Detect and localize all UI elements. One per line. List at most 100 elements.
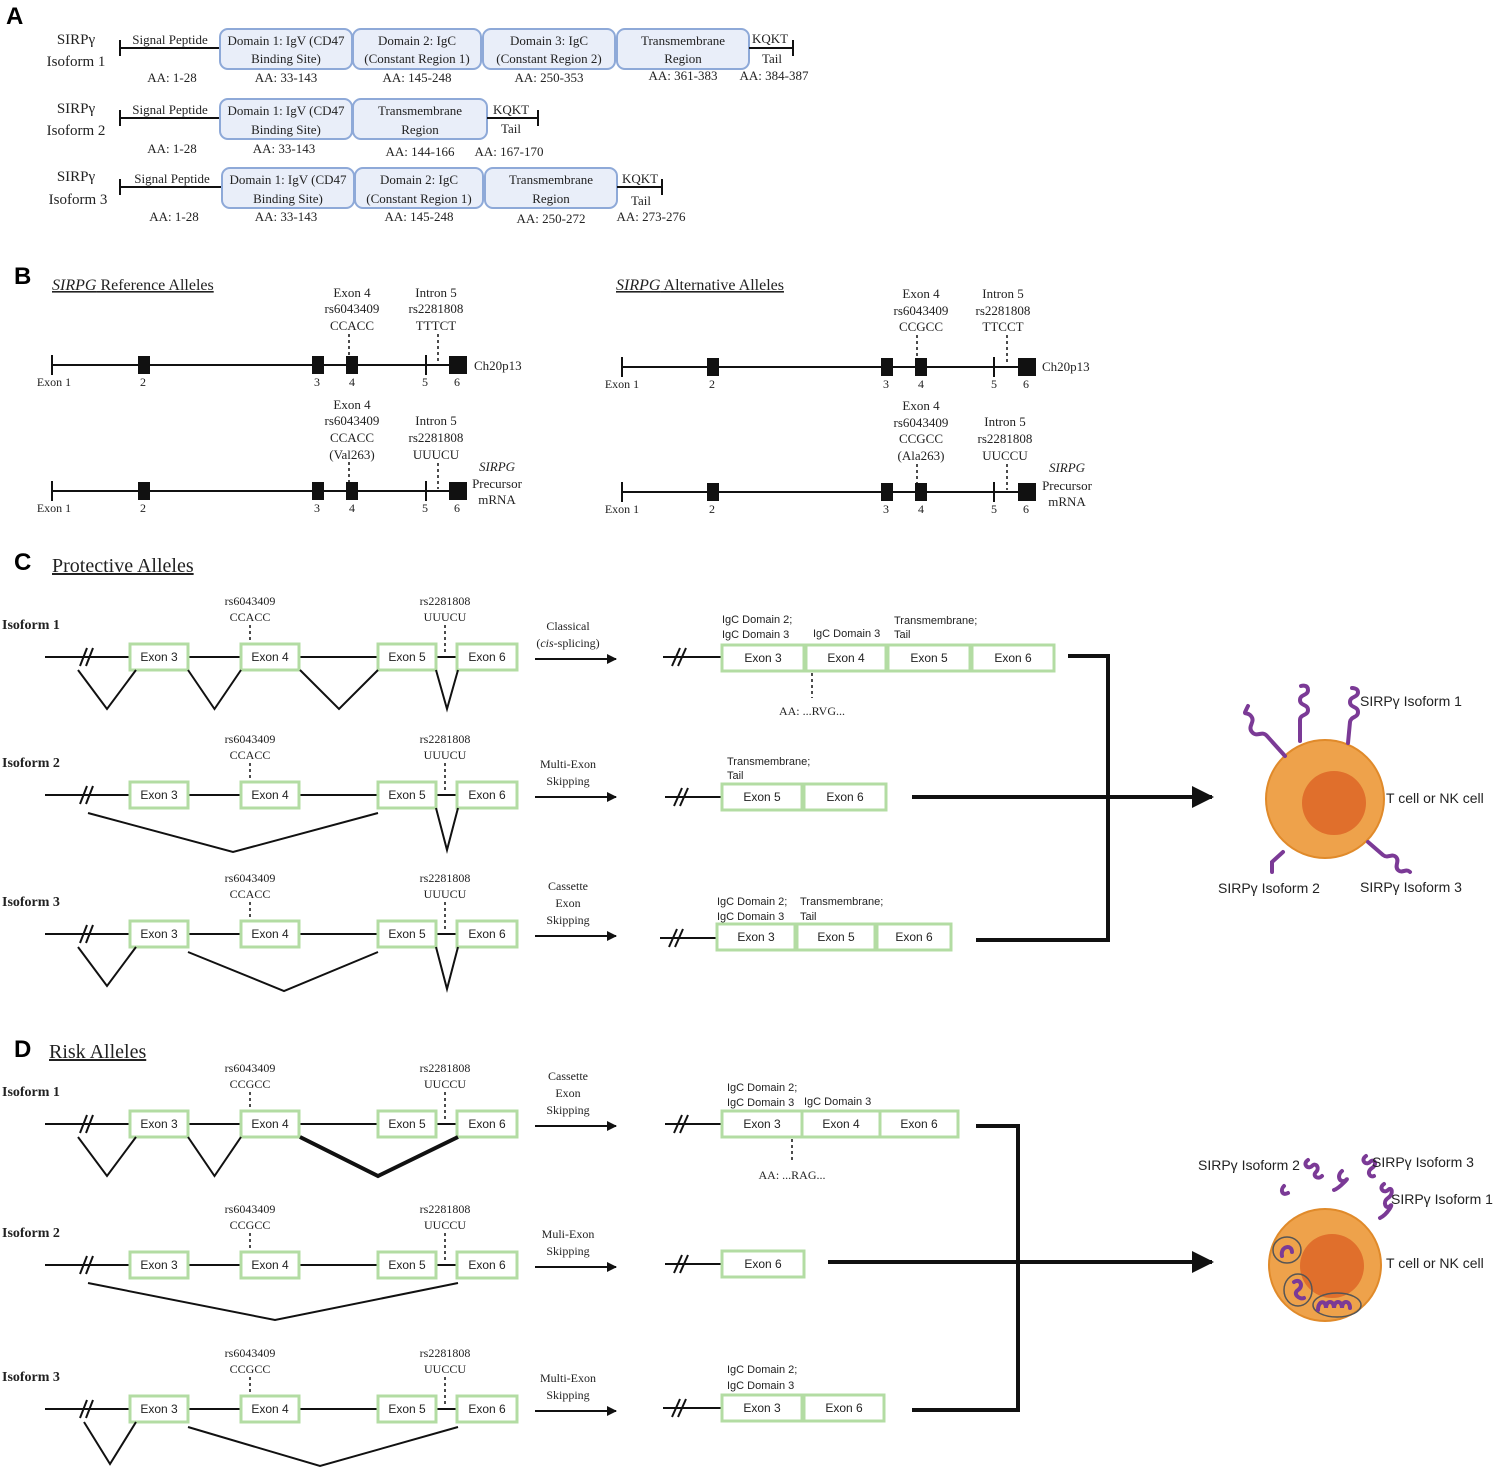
exon-label: Exon 3 <box>737 930 775 944</box>
exon-box <box>455 1394 519 1424</box>
isoform-title: Isoform 3 <box>49 192 108 208</box>
exon-label: Exon 6 <box>744 1257 782 1271</box>
exon-number-label: 2 <box>140 501 146 515</box>
exon-number-label: 4 <box>349 375 355 389</box>
exon-marker <box>138 356 150 374</box>
alternative-alleles-title: SIRPG Alternative Alleles <box>616 277 784 294</box>
aa-range: AA: 384-387 <box>740 68 809 83</box>
snp-annotation: CCACC <box>230 887 271 901</box>
exon-label: Exon 4 <box>251 927 289 941</box>
snp-annotation: rs6043409 <box>894 415 949 430</box>
snp-annotation: CCGCC <box>230 1362 271 1376</box>
receptor-label: SIRPγ Isoform 3 <box>1372 1154 1474 1170</box>
aa-range: AA: 250-272 <box>517 211 586 226</box>
exon-box <box>239 780 301 810</box>
snp-annotation: rs6043409 <box>225 594 276 608</box>
snp-annotation: Exon 4 <box>902 398 940 413</box>
exon-box <box>720 1393 804 1423</box>
mrna-label: mRNA <box>1048 494 1086 509</box>
exon-number-label: 5 <box>991 377 997 391</box>
exon-label: Exon 3 <box>744 651 782 665</box>
snp-annotation: TTTCT <box>416 318 456 333</box>
snp-annotation: rs2281808 <box>420 871 471 885</box>
exon-label: Exon 5 <box>743 790 781 804</box>
process-label: Exon <box>555 1086 580 1100</box>
isoform-title: SIRPγ <box>57 169 96 185</box>
exon-label: Exon 6 <box>468 1117 506 1131</box>
signal-peptide-label: Signal Peptide <box>132 32 208 47</box>
exon-box <box>970 643 1056 673</box>
exon-box <box>720 1249 806 1279</box>
process-label: Skipping <box>546 1103 589 1117</box>
domain-annotation: IgC Domain 2; <box>722 614 792 626</box>
exon-marker <box>138 482 150 500</box>
exon-marker <box>707 358 719 376</box>
receptor-label: SIRPγ Isoform 1 <box>1391 1191 1493 1207</box>
risk-output-isoform-2: Exon 6 <box>665 1249 806 1279</box>
cell-nucleus <box>1300 1234 1364 1298</box>
risk-output-isoform-1: Exon 3 Exon 4 Exon 6 IgC Domain 2; IgC D… <box>665 1082 960 1182</box>
domain-label: Domain 1: IgV (CD47 <box>227 33 345 48</box>
exon-label: Exon 4 <box>822 1117 860 1131</box>
exon-box <box>376 1250 438 1280</box>
cell-label: T cell or NK cell <box>1386 1255 1484 1271</box>
domain-annotation: Transmembrane; <box>894 615 977 627</box>
tail-label: Tail <box>631 193 651 208</box>
risk-output-isoform-3: Exon 3 Exon 6 IgC Domain 2; IgC Domain 3 <box>663 1364 886 1423</box>
chromosome-label: Ch20p13 <box>474 358 522 373</box>
domain-label: Domain 1: IgV (CD47 <box>229 172 347 187</box>
exon-label: Exon 4 <box>251 1117 289 1131</box>
exon-box <box>886 643 972 673</box>
exon-label: Exon 5 <box>388 650 426 664</box>
panel-d-label: D <box>14 1036 31 1063</box>
domain-annotation: IgC Domain 3 <box>813 628 880 640</box>
exon-box <box>128 1250 190 1280</box>
snp-annotation: rs6043409 <box>225 732 276 746</box>
snp-annotation: Intron 5 <box>415 413 457 428</box>
exon-marker <box>449 482 467 500</box>
exon-box <box>128 1109 190 1139</box>
domain-annotation: IgC Domain 3 <box>722 629 789 641</box>
snp-annotation: CCGCC <box>899 319 943 334</box>
exon-label: Exon 5 <box>817 930 855 944</box>
exon-box <box>239 1250 301 1280</box>
panel-b-label: B <box>14 263 31 290</box>
isoform-title: Isoform 2 <box>47 123 106 139</box>
exon-box <box>455 1250 519 1280</box>
snp-annotation: Intron 5 <box>982 286 1024 301</box>
exon-box <box>128 1394 190 1424</box>
exon-label: Exon 6 <box>468 1402 506 1416</box>
tail-label: KQKT <box>752 31 788 46</box>
panel-c-label: C <box>14 549 31 576</box>
exon-label: Exon 5 <box>388 927 426 941</box>
exon-label: Exon 6 <box>825 1401 863 1415</box>
exon-number-label: 5 <box>422 375 428 389</box>
snp-annotation: UUCCU <box>424 1077 466 1091</box>
signal-peptide-label: Signal Peptide <box>132 102 208 117</box>
process-label: Exon <box>555 896 580 910</box>
domain-label: (Constant Region 2) <box>496 51 601 66</box>
risk-cell: SIRPγ Isoform 2 SIRPγ Isoform 3 SIRPγ Is… <box>1198 1154 1493 1322</box>
receptor-label: SIRPγ Isoform 2 <box>1198 1157 1300 1173</box>
domain-label: Region <box>401 122 439 137</box>
exon-label: Exon 5 <box>388 1402 426 1416</box>
panel-a-label: A <box>6 3 23 30</box>
domain-label: Region <box>532 191 570 206</box>
exon-box <box>455 780 519 810</box>
exon-number-label: 6 <box>1023 377 1029 391</box>
snp-annotation: rs2281808 <box>409 301 464 316</box>
risk-alleles-title: Risk Alleles <box>49 1041 146 1063</box>
snp-annotation: rs6043409 <box>325 301 380 316</box>
exon-box <box>455 642 519 672</box>
exon-box <box>800 1109 882 1139</box>
exon-label: Exon 3 <box>140 927 178 941</box>
aa-range: AA: 33-143 <box>255 209 317 224</box>
exon-marker <box>312 482 324 500</box>
